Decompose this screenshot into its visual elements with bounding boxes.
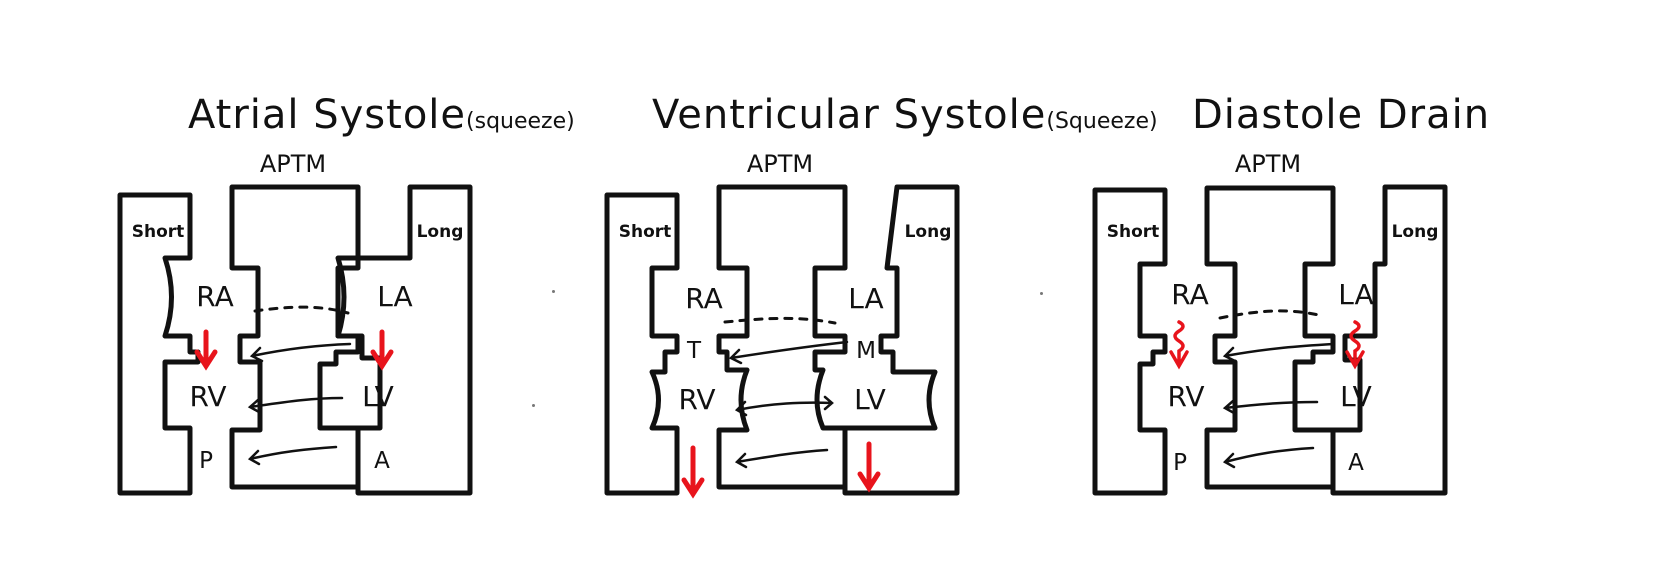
stray-dot: [1040, 292, 1043, 295]
panel-title-atrial-systole: Atrial Systole(squeeze): [188, 92, 575, 138]
panel-title-text: Ventricular Systole: [652, 92, 1047, 138]
short-label: Short: [1106, 222, 1160, 242]
short-wall: [1092, 187, 1168, 496]
a-p-arrow: [1222, 446, 1315, 469]
long-label: Long: [1391, 222, 1439, 242]
red-arrow-left: [681, 445, 705, 499]
la-label: LA: [848, 282, 884, 315]
panel-title-ventricular-systole: Ventricular Systole(Squeeze): [652, 92, 1158, 138]
red-arrow-right: [370, 329, 394, 371]
la-ra-arrow: [1222, 342, 1335, 363]
red-arrow-right: [857, 441, 881, 493]
m-t-arrow: [728, 340, 849, 365]
red-flow-arrows: [194, 329, 394, 371]
center-septum: [1204, 185, 1336, 490]
red-flow-arrows: [1169, 320, 1365, 370]
left-exit-label: P: [1173, 450, 1187, 476]
aptm-label: APTM: [259, 150, 327, 178]
aptm-label: APTM: [746, 150, 814, 178]
la-label: LA: [377, 280, 413, 313]
ra-la-link: [253, 305, 350, 315]
right-valve-label: M: [856, 338, 876, 364]
panel-subtitle: (squeeze): [466, 109, 575, 134]
right-exit-label: A: [1348, 450, 1364, 476]
rv-label: RV: [1167, 380, 1205, 413]
lv-label: LV: [1340, 380, 1372, 413]
rv-label: RV: [678, 383, 716, 416]
rv-label: RV: [189, 380, 227, 413]
short-wall: [604, 192, 680, 496]
panel-title-diastole-drain: Diastole Drain: [1192, 92, 1490, 138]
panel-title-text: Atrial Systole: [188, 92, 467, 138]
left-valve-label: T: [686, 338, 702, 364]
long-wall: [842, 184, 960, 496]
la-label: LA: [1338, 278, 1374, 311]
flow-arrows: [247, 305, 352, 466]
lv-label: LV: [362, 380, 394, 413]
lv-rv-arrow: [247, 396, 344, 414]
ra-la-link: [1218, 309, 1325, 320]
ra-label: RA: [685, 282, 723, 315]
ra-label: RA: [1171, 278, 1209, 311]
aptm-label: APTM: [1234, 150, 1302, 178]
long-label: Long: [904, 222, 952, 242]
la-ra-arrow: [249, 342, 352, 363]
diagram-walls: [604, 184, 960, 496]
long-label: Long: [416, 222, 464, 242]
outflow-arrow: [734, 448, 829, 469]
stray-dot: [532, 404, 535, 407]
short-label: Short: [131, 222, 185, 242]
left-exit-label: P: [199, 448, 213, 474]
lv-rv-arrow: [1222, 399, 1319, 415]
right-exit-label: A: [374, 448, 390, 474]
red-arrow-left: [194, 329, 218, 371]
stray-dot: [552, 290, 555, 293]
lv-rv-double-arrow: [734, 395, 834, 417]
center-septum: [716, 184, 848, 490]
ra-label: RA: [196, 280, 234, 313]
short-wall: [117, 192, 201, 496]
red-squiggle-right: [1345, 320, 1365, 370]
heart-diagram-ventricular-systole: [604, 184, 960, 499]
flow-arrows: [723, 316, 849, 469]
a-p-arrow: [247, 445, 338, 466]
short-label: Short: [618, 222, 672, 242]
lv-label: LV: [854, 383, 886, 416]
panel-subtitle: (Squeeze): [1046, 109, 1158, 134]
diagram-walls: [117, 184, 473, 496]
heart-diagram-atrial-systole: [117, 184, 473, 496]
heart-diagram-diastole-drain: [1092, 184, 1448, 496]
ra-la-link: [723, 316, 837, 325]
long-wall: [335, 184, 473, 496]
red-squiggle-left: [1169, 320, 1189, 370]
panel-title-text: Diastole Drain: [1192, 92, 1491, 138]
flow-arrows: [1218, 309, 1335, 469]
red-flow-arrows: [681, 441, 881, 499]
